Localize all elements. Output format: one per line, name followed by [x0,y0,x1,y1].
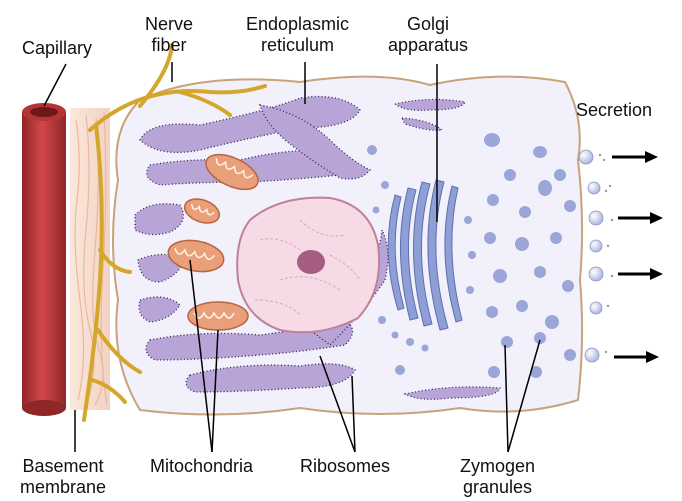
endoplasmic-reticulum-label-line2: reticulum [261,35,335,55]
basement-membrane-label-line2: membrane [20,477,107,497]
basement-membrane-label-line1: Basement [22,456,104,476]
nerve-fiber-label: Nerve fiber [145,14,193,56]
nerve-fiber-label-line2: fiber [151,35,187,55]
secretory-vesicles [578,149,604,363]
capillary [22,103,66,416]
ribosomes-label: Ribosomes [300,456,391,476]
basement-membrane [70,108,110,410]
zymogen-granules-label: Zymogen granules [460,456,535,498]
nerve-fiber-label-line1: Nerve [145,14,194,34]
golgi-apparatus-label: Golgi apparatus [388,14,468,56]
mitochondrion [183,198,221,224]
endoplasmic-reticulum-label: Endoplasmic reticulum [246,14,349,56]
leader-lines [43,62,541,453]
golgi-apparatus [387,179,463,331]
mitochondria-label: Mitochondria [150,456,254,476]
nucleus [236,196,381,334]
mitochondrion [205,153,259,191]
endoplasmic-reticulum-label-line1: Endoplasmic [246,14,350,34]
nucleolus [297,250,325,274]
golgi-apparatus-label-line2: apparatus [388,35,469,55]
secretion-label: Secretion [576,100,653,120]
zymogen-granules-label-line2: granules [463,477,533,497]
secretion-dots [598,153,614,354]
mitochondrion [167,239,225,273]
capillary-label: Capillary [22,38,93,58]
golgi-apparatus-label-line1: Golgi [407,14,450,34]
zymogen-granules-label-line1: Zymogen [460,456,536,476]
transport-vesicles [367,145,476,375]
zymogen-granules [484,133,576,378]
basement-membrane-label: Basement membrane [20,456,106,498]
nerve-fiber [82,43,267,422]
er-fragments [393,98,501,400]
secretion-arrows [612,151,663,363]
